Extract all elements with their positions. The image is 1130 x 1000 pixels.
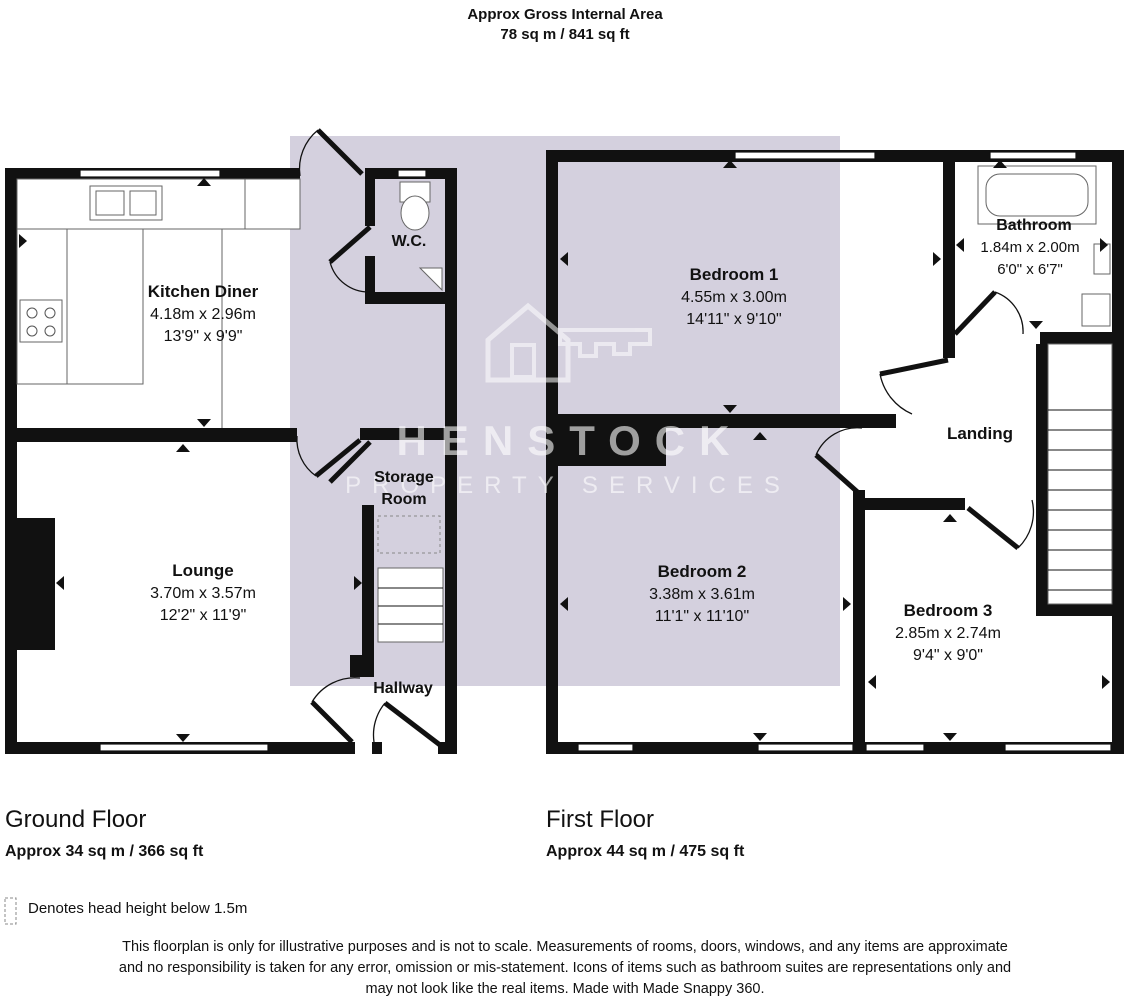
bedroom1-metric: 4.55m x 3.00m	[681, 289, 787, 306]
bathroom-name: Bathroom	[996, 217, 1072, 234]
disclaimer-line3: may not look like the real items. Made w…	[366, 981, 765, 997]
bedroom2-name: Bedroom 2	[658, 562, 747, 581]
landing-name: Landing	[947, 424, 1013, 443]
bedroom2-metric: 3.38m x 3.61m	[649, 586, 755, 603]
kitchen-imperial: 13'9" x 9'9"	[164, 328, 243, 345]
bedroom3-imperial: 9'4" x 9'0"	[913, 647, 983, 664]
first-floor-area: Approx 44 sq m / 475 sq ft	[546, 843, 745, 860]
lounge-metric: 3.70m x 3.57m	[150, 585, 256, 602]
bedroom1-imperial: 14'11" x 9'10"	[686, 311, 781, 328]
gross-area-heading: Approx Gross Internal Area	[467, 6, 663, 23]
legend-text: Denotes head height below 1.5m	[28, 900, 247, 917]
ground-floor-title: Ground Floor	[5, 806, 146, 833]
ground-floor-plan	[5, 128, 457, 754]
bedroom3-name: Bedroom 3	[904, 601, 993, 620]
first-floor-plan	[546, 150, 1124, 754]
watermark-tagline: PROPERTY SERVICES	[345, 472, 791, 499]
bathroom-metric: 1.84m x 2.00m	[980, 239, 1079, 256]
head-height-legend-icon	[4, 897, 17, 925]
lounge-name: Lounge	[172, 561, 233, 580]
storage-name-line1: Storage	[374, 469, 434, 486]
bedroom1-name: Bedroom 1	[690, 265, 779, 284]
kitchen-name: Kitchen Diner	[148, 282, 259, 301]
bedroom3-metric: 2.85m x 2.74m	[895, 625, 1001, 642]
watermark-name: HENSTOCK	[397, 417, 744, 464]
ground-floor-area: Approx 34 sq m / 366 sq ft	[5, 843, 204, 860]
kitchen-metric: 4.18m x 2.96m	[150, 306, 256, 323]
storage-name-line2: Room	[381, 491, 426, 508]
first-floor-title: First Floor	[546, 806, 654, 833]
bedroom2-imperial: 11'1" x 11'10"	[655, 608, 749, 625]
hallway-name: Hallway	[373, 680, 433, 697]
gross-area-value: 78 sq m / 841 sq ft	[500, 26, 629, 43]
house-key-icon	[485, 302, 652, 383]
disclaimer-line1: This floorplan is only for illustrative …	[122, 939, 1008, 955]
bathroom-imperial: 6'0" x 6'7"	[997, 261, 1063, 278]
disclaimer-line2: and no responsibility is taken for any e…	[119, 960, 1011, 976]
wc-name: W.C.	[392, 233, 427, 250]
lounge-imperial: 12'2" x 11'9"	[160, 607, 247, 624]
